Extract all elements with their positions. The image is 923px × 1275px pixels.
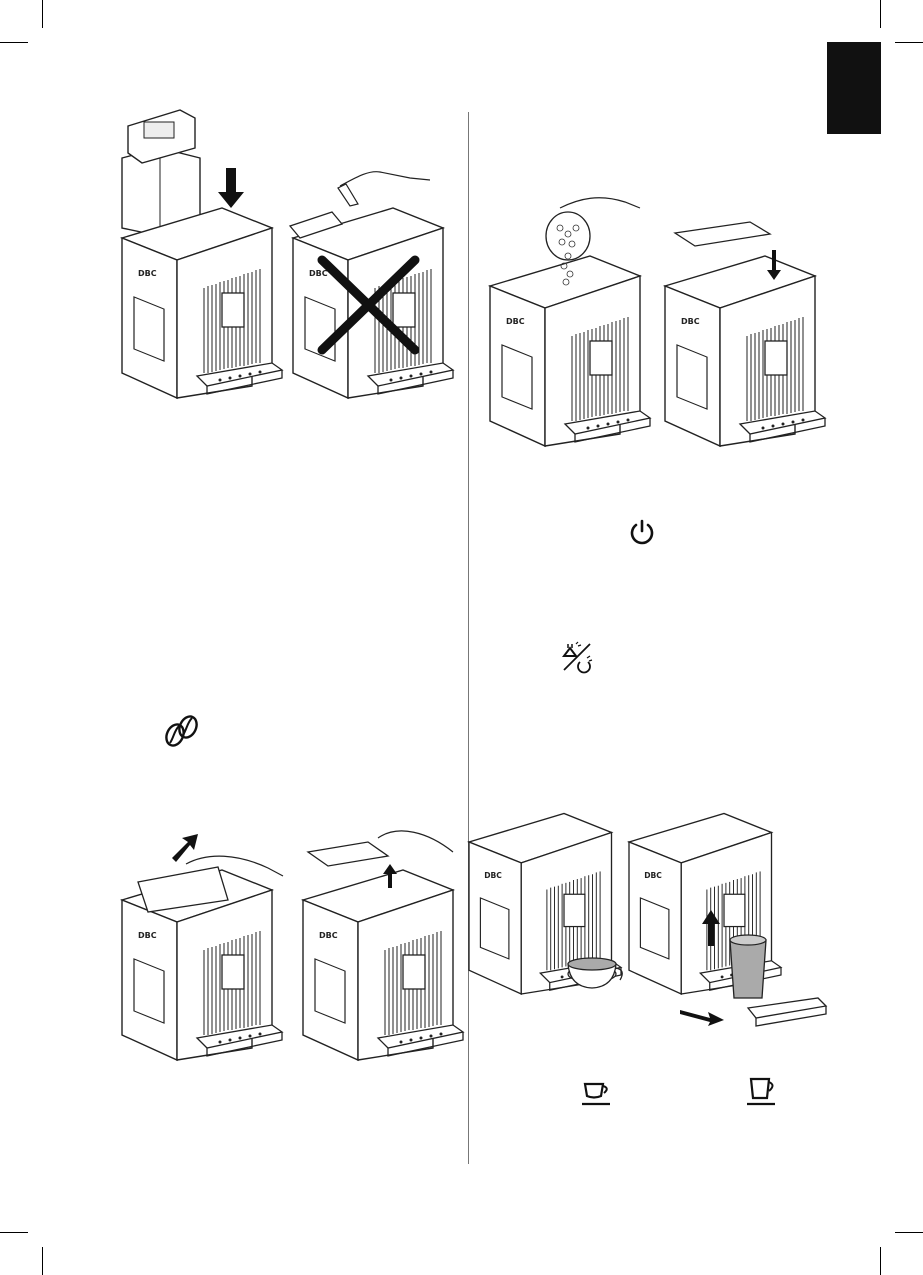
hand-illustration (560, 198, 640, 208)
bean-lid-illustration (675, 222, 770, 246)
large-cup-icon (745, 1076, 779, 1108)
drip-tray-illustration (748, 998, 826, 1018)
hand-illustration (378, 831, 453, 852)
hand-illustration (340, 172, 430, 186)
figure-water-tank (110, 108, 440, 403)
down-arrow-icon (218, 168, 244, 208)
crop-mark (42, 1247, 43, 1275)
figure-cup-tray (480, 812, 840, 1047)
crop-mark (895, 42, 923, 43)
crop-mark (895, 1232, 923, 1233)
glass-illustration (730, 935, 766, 998)
crop-mark (880, 0, 881, 28)
power-icon (628, 518, 656, 546)
down-right-arrow-icon (680, 1010, 724, 1026)
steam-rinse-icon (560, 640, 596, 676)
crop-mark (0, 42, 28, 43)
coffee-beans-icon (164, 713, 200, 749)
crop-mark (0, 1232, 28, 1233)
crop-mark (880, 1247, 881, 1275)
crop-mark (42, 0, 43, 28)
column-divider (468, 112, 469, 1164)
language-tab (827, 42, 881, 134)
figure-bean-hopper (480, 188, 840, 443)
small-cup-icon (580, 1080, 614, 1108)
up-right-arrow-icon (172, 834, 198, 862)
figure-open-lid (108, 812, 463, 1062)
water-tank-illustration (122, 110, 200, 236)
